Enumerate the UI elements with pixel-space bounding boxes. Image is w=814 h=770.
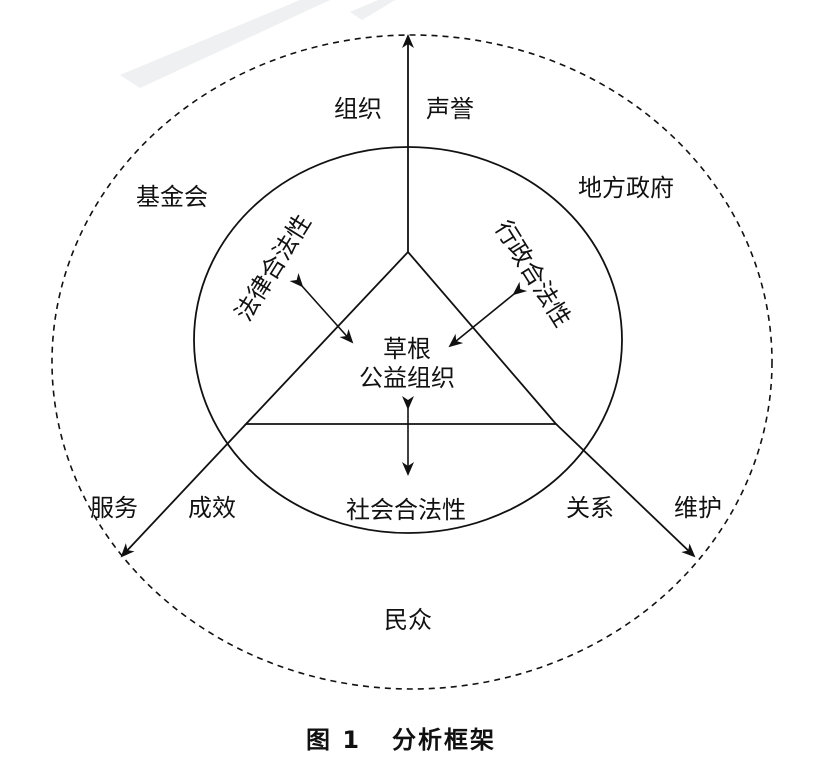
figure-title: 分析框架	[392, 726, 496, 754]
label-administrative-legitimacy: 行政合法性	[489, 215, 576, 332]
double-arrow-administrative	[448, 281, 528, 348]
label-effectiveness: 成效	[188, 494, 236, 522]
label-public: 民众	[384, 606, 432, 634]
label-organization: 组织	[334, 95, 382, 123]
label-social-legitimacy: 社会合法性	[346, 496, 466, 524]
label-grassroots-line2: 公益组织	[359, 364, 455, 392]
label-service: 服务	[90, 494, 138, 522]
arrow-lower-left	[120, 423, 247, 558]
watermark-strokes	[120, 0, 395, 88]
label-relations: 关系	[566, 494, 614, 522]
arrow-lower-right	[555, 423, 696, 558]
label-reputation: 声誉	[426, 95, 474, 123]
double-arrow-legal	[289, 273, 354, 344]
label-legal-legitimacy: 法律合法性	[230, 209, 317, 326]
label-foundation: 基金会	[136, 183, 208, 211]
label-local-government: 地方政府	[578, 174, 674, 202]
label-grassroots-line1: 草根	[383, 335, 431, 363]
label-maintenance: 维护	[674, 494, 722, 522]
figure-number: 图 1	[306, 726, 361, 754]
